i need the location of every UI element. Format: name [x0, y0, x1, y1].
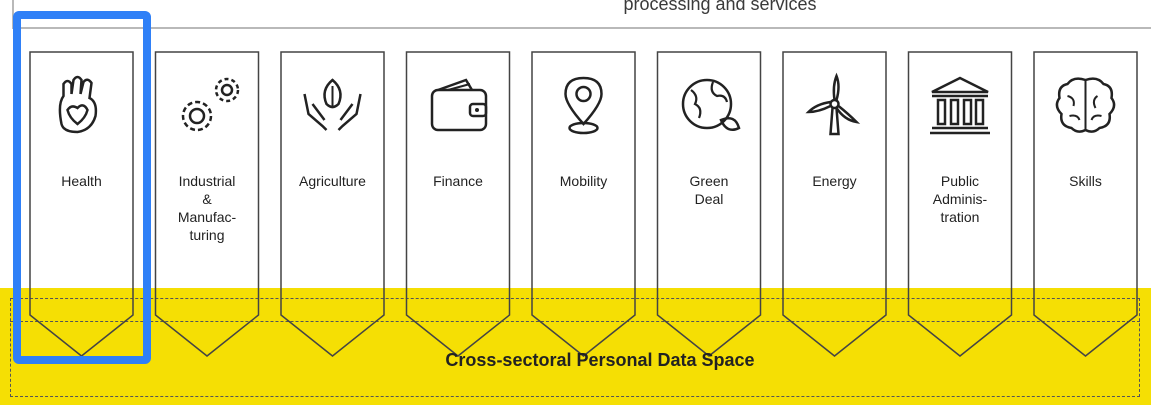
- sector-pillar: [531, 51, 636, 357]
- sector-pillar: [656, 51, 762, 357]
- gears-icon: [181, 77, 240, 132]
- sector-label: Agriculture: [299, 173, 366, 189]
- sector-pillar: [782, 51, 887, 357]
- sector-pillar: [405, 51, 511, 357]
- sector-pillar: [907, 51, 1013, 357]
- sector-label: Green Deal: [689, 173, 729, 207]
- sector-label: Health: [61, 173, 102, 189]
- globe-leaf-icon: [681, 78, 741, 131]
- yellow-band: [0, 288, 1151, 405]
- band-title: Cross-sectoral Personal Data Space: [445, 350, 755, 370]
- wind-turbine-icon: [805, 72, 861, 136]
- sector-label: Finance: [433, 173, 483, 189]
- header-caption: processing and services: [623, 0, 817, 14]
- government-building-icon: [930, 76, 990, 135]
- health-highlight-box: [13, 11, 151, 364]
- band-dashed-frame: [10, 298, 1140, 397]
- sector-pillar: [29, 51, 134, 357]
- brain-icon: [1055, 77, 1116, 133]
- sector-label: Skills: [1069, 173, 1102, 189]
- sector-label: Public Adminis- tration: [932, 173, 988, 225]
- sector-pillar: [280, 51, 385, 357]
- frame-top-edge: [12, 27, 1151, 29]
- wallet-icon: [430, 78, 488, 132]
- health-hand-icon: [58, 75, 98, 134]
- sector-label: Mobility: [559, 173, 608, 189]
- sector-pillar: [154, 51, 260, 357]
- location-pin-icon: [564, 76, 603, 135]
- sector-label: Energy: [812, 173, 857, 189]
- sector-label: Industrial & Manufac- turing: [177, 173, 237, 243]
- hands-leaf-icon: [303, 78, 362, 131]
- band-dashed-line: [10, 321, 1140, 322]
- sector-pillar: [1033, 51, 1138, 357]
